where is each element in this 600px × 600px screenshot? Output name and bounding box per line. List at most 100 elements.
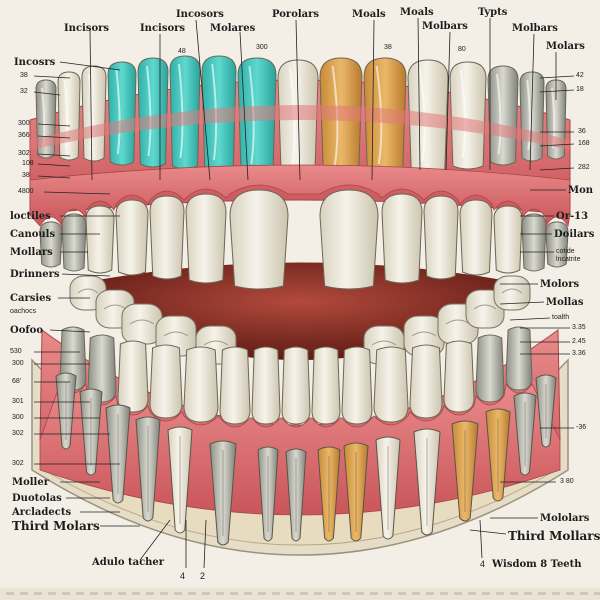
bottom-tick-188: [188, 592, 196, 595]
label-left-n6: 108: [22, 160, 34, 167]
label-right-n6: 3.35: [572, 324, 586, 331]
label-left-n4: 366: [18, 132, 30, 139]
label-left-n13: 300: [12, 414, 24, 421]
lower-root-5: [167, 426, 193, 534]
bottom-tick-118: [118, 592, 126, 595]
lower-root-6: [209, 440, 237, 546]
leader-line-13: [33, 75, 71, 79]
upper-front-tooth-5: [149, 195, 185, 280]
bottom-tick-398: [398, 592, 406, 595]
label-left-canouls: Canouls: [10, 229, 56, 240]
bottom-tick-258: [258, 592, 266, 595]
upper-front-tooth-6: [185, 193, 227, 284]
upper-front-tooth-8: [319, 189, 379, 290]
label-left-n7: 38: [22, 172, 30, 179]
label-left-oofoo: Oofoo: [10, 325, 44, 336]
lower-root-13: [451, 420, 479, 522]
lower-root-8: [285, 448, 307, 542]
bottom-tick-552: [552, 592, 560, 595]
label-left-n8: 4800: [18, 188, 34, 195]
bottom-tick-482: [482, 592, 490, 595]
lower-molar-groove-7: [411, 331, 437, 337]
label-right-n10: 3 80: [560, 478, 574, 485]
bottom-tick-454: [454, 592, 462, 595]
upper-crown-highlight-15: [526, 79, 531, 151]
upper-front-tooth-13: [521, 213, 547, 272]
lower-root-4: [135, 416, 161, 522]
bottom-tick-272: [272, 592, 280, 595]
label-left-n12: 301: [12, 398, 24, 405]
label-left-caries: Carsies: [10, 293, 52, 304]
label-right-cotide-sub: lncatrite: [556, 256, 581, 263]
label-top-molars-4: Molbars: [512, 23, 558, 34]
lower-front-tooth-15: [505, 326, 533, 391]
label-right-wisdom: Wisdom 8 Teeth: [492, 559, 582, 570]
label-top-premolars: Porolars: [272, 9, 320, 20]
upper-front-tooth-12: [493, 205, 523, 274]
bottom-tick-174: [174, 592, 182, 595]
label-left-loctiles: loctiles: [10, 211, 51, 222]
leader-line-14: [33, 91, 61, 96]
bottom-tick-62: [62, 592, 70, 595]
bottom-tick-412: [412, 592, 420, 595]
leader-line-42: [539, 89, 575, 93]
upper-front-tooth-14: [545, 221, 569, 268]
label-left-moller: Moller: [12, 477, 49, 488]
upper-front-tooth-2: [61, 213, 87, 272]
label-top-incisors-3: Incosors: [176, 9, 224, 20]
leader-line-38: [139, 519, 171, 561]
upper-crown-highlight-2: [63, 79, 69, 150]
label-right-third-molars: Third Mollars: [508, 529, 600, 543]
upper-crown-15: [519, 71, 545, 162]
label-left-third-molars: Third Molars: [12, 519, 100, 533]
leader-line-26: [49, 329, 91, 333]
label-left-n3: 300: [18, 120, 30, 127]
lower-root-2: [79, 388, 103, 476]
upper-crown-2: [57, 71, 81, 161]
upper-front-teeth: [29, 164, 571, 290]
bottom-tick-328: [328, 592, 336, 595]
upper-crown-highlight-9: [289, 67, 296, 169]
leader-line-3: [195, 19, 211, 181]
upper-gum-fringe: [30, 105, 570, 150]
lower-root-3: [105, 404, 131, 504]
upper-front-tooth-11: [459, 199, 493, 276]
bottom-tick-90: [90, 592, 98, 595]
label-right-molors: Molors: [540, 279, 580, 290]
lower-front-tooth-6: [219, 346, 251, 425]
label-top-molars-1: Moals: [352, 9, 386, 20]
leader-line-45: [539, 167, 575, 171]
leader-line-59: [469, 529, 507, 535]
label-left-caries-sub: oachocs: [10, 308, 37, 315]
upper-crown-3: [81, 65, 107, 162]
lower-root-15: [513, 392, 537, 476]
bottom-tick-384: [384, 592, 392, 595]
lower-molar-groove-1: [77, 288, 99, 294]
bottom-tick-496: [496, 592, 504, 595]
lower-front-tooth-5: [183, 346, 219, 423]
label-left-molars: Mollars: [10, 247, 53, 258]
label-left-n1: 38: [20, 72, 28, 79]
leader-line-12: [59, 61, 121, 71]
bottom-tick-342: [342, 592, 350, 595]
label-bottom-4: 4: [180, 571, 186, 581]
label-top-molars-3: Molbars: [422, 21, 468, 32]
bottom-tick-104: [104, 592, 112, 595]
label-top-incisors-2: Incisors: [140, 23, 186, 34]
bottom-tick-524: [524, 592, 532, 595]
lower-root-14: [485, 408, 511, 502]
leader-line-16: [37, 135, 71, 139]
lower-front-tooth-8: [281, 346, 311, 425]
lower-root-7: [257, 446, 279, 542]
label-right-wisdom-num: 4: [480, 559, 486, 569]
leader-line-8: [445, 31, 451, 171]
leader-line-4: [239, 31, 249, 181]
label-right-n8: 3.36: [572, 350, 586, 357]
bottom-tick-48: [48, 592, 56, 595]
bottom-tick-594: [594, 592, 600, 595]
label-top-incisors-1: Incisors: [64, 23, 110, 34]
upper-front-tooth-3: [85, 205, 115, 274]
bottom-tick-34: [34, 592, 42, 595]
label-bottom-2: 2: [200, 571, 206, 581]
